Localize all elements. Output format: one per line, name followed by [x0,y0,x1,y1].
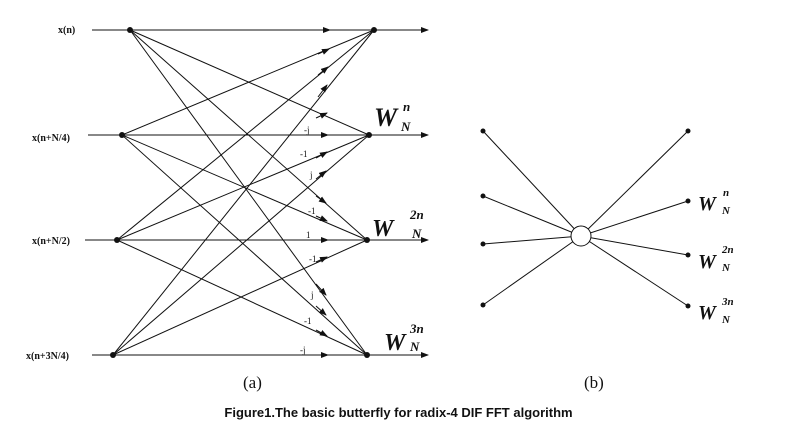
node [480,302,486,308]
coef-label: -j [304,125,310,135]
coef-label: -1 [300,149,308,159]
flow-arrows [315,27,331,358]
output-lines [367,27,429,358]
twiddle-b-2: W 2n N [698,244,734,274]
svg-text:N: N [721,262,731,274]
input-label-0: x(n) [58,25,75,36]
nodes-b [480,128,691,309]
svg-text:n: n [403,99,410,114]
node [127,27,133,33]
coef-label: j [309,170,313,180]
svg-text:n: n [723,187,729,199]
svg-text:W: W [698,302,717,324]
input-label-3: x(n+3N/4) [26,351,69,362]
twiddle-b-3: W 3n N [698,296,734,326]
node [480,193,486,199]
node [364,352,370,358]
node [366,132,372,138]
twiddle-a-3: W 3n N [384,321,424,356]
panel-b-label: (b) [584,373,604,392]
panel-a-label: (a) [243,373,262,392]
svg-text:3n: 3n [721,296,734,308]
input-label-2: x(n+N/2) [32,236,70,247]
svg-text:N: N [400,119,411,134]
svg-text:N: N [409,339,420,354]
node [480,128,486,134]
svg-text:N: N [721,205,731,217]
compact-lines [482,130,689,307]
coef-label: -1 [309,254,317,264]
node [364,237,370,243]
svg-text:N: N [411,226,422,241]
node [114,237,120,243]
twiddle-b-1: W n N [698,187,731,217]
coef-label: -1 [308,206,316,216]
node [119,132,125,138]
figure-caption: Figure1.The basic butterfly for radix-4 … [224,405,573,420]
coef-label: -j [300,345,306,355]
svg-text:W: W [698,193,717,215]
coef-label: j [310,290,314,300]
butterfly-lines [112,29,375,356]
svg-text:N: N [721,314,731,326]
svg-text:W: W [374,103,399,132]
panel-a: x(n) x(n+N/4) x(n+N/2) x(n+3N/4) [26,25,429,392]
node [685,303,691,309]
node [110,352,116,358]
panel-b: W n N W 2n N W 3n N (b) [480,128,734,392]
svg-text:2n: 2n [721,244,734,256]
junction-circle [570,225,592,247]
svg-text:W: W [384,330,407,356]
twiddle-a-2: W 2n N [372,207,424,242]
input-label-1: x(n+N/4) [32,133,70,144]
node [480,241,486,247]
node [685,252,691,258]
node [685,128,691,134]
svg-text:W: W [698,251,717,273]
node [685,198,691,204]
nodes-a [110,27,377,358]
coef-label: -1 [304,316,312,326]
svg-text:3n: 3n [409,321,424,336]
svg-text:W: W [372,216,395,242]
input-lines [85,29,130,356]
node [371,27,377,33]
coef-label: 1 [306,230,311,240]
svg-text:2n: 2n [409,207,424,222]
twiddle-a-1: W n N [374,99,411,134]
